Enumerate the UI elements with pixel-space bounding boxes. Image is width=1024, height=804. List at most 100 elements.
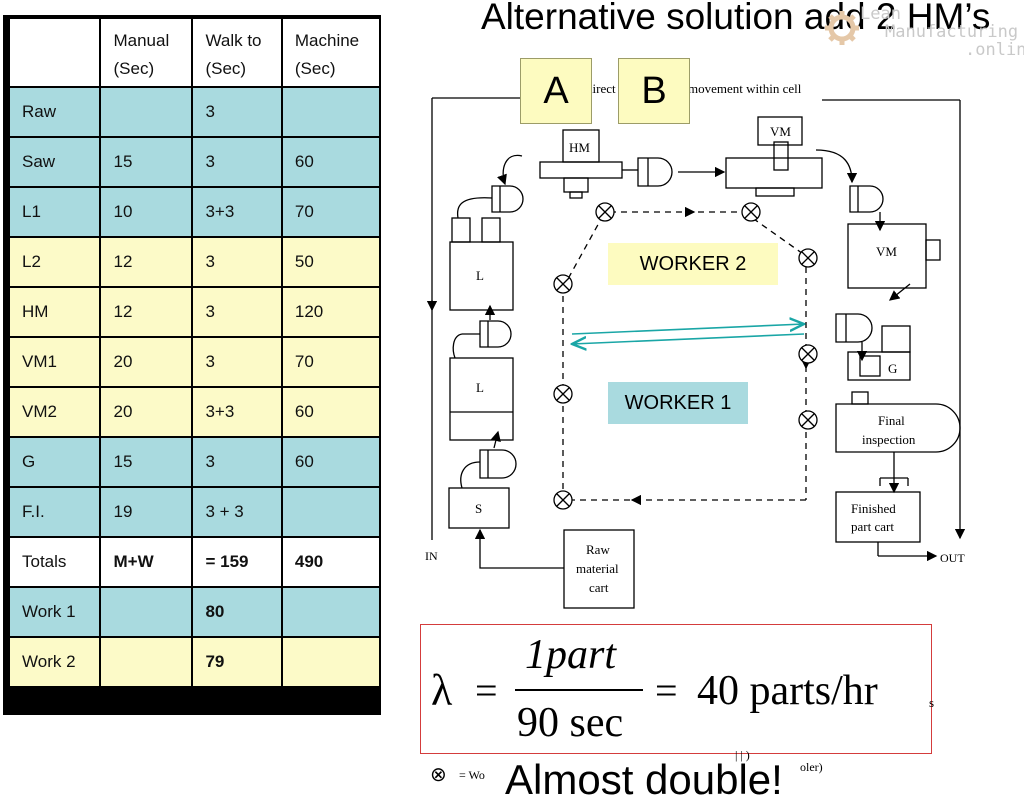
table-cell: 10 <box>99 186 194 238</box>
table-cell <box>280 86 382 138</box>
table-cell: M+W <box>99 536 194 588</box>
vm-right-machine <box>847 223 941 289</box>
formula-equals-1: = <box>475 668 498 713</box>
saw-machine <box>448 487 510 529</box>
vm-top-machine <box>725 116 823 197</box>
grinder-label: G <box>888 361 897 376</box>
robot-unit-right-top <box>849 185 884 213</box>
table-cell: 3 <box>191 286 283 338</box>
table-cell: VM1 <box>7 336 102 388</box>
formula-clipped-s: s <box>929 695 935 710</box>
table-cell: HM <box>7 286 102 338</box>
table-cell <box>280 636 382 688</box>
hm-label: HM <box>569 140 590 155</box>
table-cell: Work 2 <box>7 636 102 688</box>
table-cell: 79 <box>191 636 283 688</box>
table-cell: L1 <box>7 186 102 238</box>
raw-cart-label-1: Raw <box>586 542 610 557</box>
table-cell: 3 <box>191 236 283 288</box>
table-cell <box>99 586 194 638</box>
final-inspection-label-2: inspection <box>862 432 916 447</box>
table-cell: L2 <box>7 236 102 288</box>
formula-equals-2: = <box>655 668 678 713</box>
grinder-machine <box>847 325 911 381</box>
cell-layout-diagram: HM VM L L <box>425 81 965 609</box>
table-cell <box>99 636 194 688</box>
table-cell: 15 <box>99 436 194 488</box>
table-cell: 3 <box>191 336 283 388</box>
worker-path <box>562 211 807 501</box>
table-cell: G <box>7 436 102 488</box>
legend-partial: oler) <box>800 760 823 774</box>
finished-cart-label-2: part cart <box>851 519 894 534</box>
table-cell: Work 1 <box>7 586 102 638</box>
vm-top-label: VM <box>770 124 791 139</box>
formula-result: 40 parts/hr <box>697 668 878 714</box>
throughput-formula: λ = 1part 90 sec = 40 parts/hr s <box>420 624 935 754</box>
table-header-cell: Machine (Sec) <box>280 17 382 88</box>
worker-2-label: WORKER 2 <box>608 243 778 285</box>
label-box-a: A <box>520 58 592 124</box>
legend-text: = Wo <box>459 768 485 782</box>
table-row: Raw 3 <box>7 86 382 138</box>
table-cell: 50 <box>280 236 382 288</box>
table-cell: 20 <box>99 336 194 388</box>
robot-unit-top <box>637 157 673 187</box>
table-header-cell: Manual (Sec) <box>99 17 194 88</box>
worker-position-markers <box>553 202 818 510</box>
table-cell <box>99 86 194 138</box>
table-cell: Raw <box>7 86 102 138</box>
raw-material-cart <box>563 529 635 609</box>
worker-1-label: WORKER 1 <box>608 382 748 424</box>
watermark-logo <box>822 8 862 48</box>
table-cell: 70 <box>280 186 382 238</box>
table-cell: 3 <box>191 436 283 488</box>
watermark-text-2: Manufacturing <box>885 22 1019 42</box>
lathe-lower <box>449 357 514 441</box>
formula-numerator: 1part <box>525 632 617 678</box>
table-cell: 12 <box>99 236 194 288</box>
table-cell: 15 <box>99 136 194 188</box>
raw-cart-label-3: cart <box>589 580 609 595</box>
formula-denominator: 90 sec <box>517 700 624 746</box>
table-cell <box>280 586 382 638</box>
robot-unit-left-top <box>491 185 524 213</box>
table-cell: 70 <box>280 336 382 388</box>
watermark-text-3: .online <box>965 40 1024 60</box>
table-cell: 3+3 <box>191 386 283 438</box>
table-cell: Totals <box>7 536 102 588</box>
table-cell <box>280 486 382 538</box>
raw-cart-label-2: material <box>576 561 619 576</box>
watermark-text-1: Lean <box>860 4 901 24</box>
final-inspection-station <box>835 391 961 453</box>
table-cell: 490 <box>280 536 382 588</box>
table-header-row: Manual (Sec)Walk to (Sec)Machine (Sec) <box>7 17 382 88</box>
worker-split-arrows <box>572 324 804 344</box>
finished-cart-label-1: Finished <box>851 501 896 516</box>
table-header-cell: Walk to (Sec) <box>191 17 283 88</box>
table-cell: 60 <box>280 436 382 488</box>
label-box-b: B <box>618 58 690 124</box>
lathe-upper-label: L <box>476 268 484 283</box>
robot-unit-left-bottom <box>479 449 517 479</box>
robot-unit-right-mid <box>835 313 873 343</box>
table-cell: VM2 <box>7 386 102 438</box>
in-label: IN <box>425 549 438 563</box>
table-header-cell <box>7 17 102 88</box>
finished-part-cart <box>835 491 921 543</box>
table-cell: 60 <box>280 136 382 188</box>
formula-fraction-bar <box>515 689 643 691</box>
table-cell: 120 <box>280 286 382 338</box>
table-cell: 12 <box>99 286 194 338</box>
out-label: OUT <box>940 551 965 565</box>
gear-icon <box>825 11 859 45</box>
table-cell: 3 <box>191 86 283 138</box>
table-cell: 80 <box>191 586 283 638</box>
legend-symbol-icon: ⊗ <box>430 764 447 786</box>
